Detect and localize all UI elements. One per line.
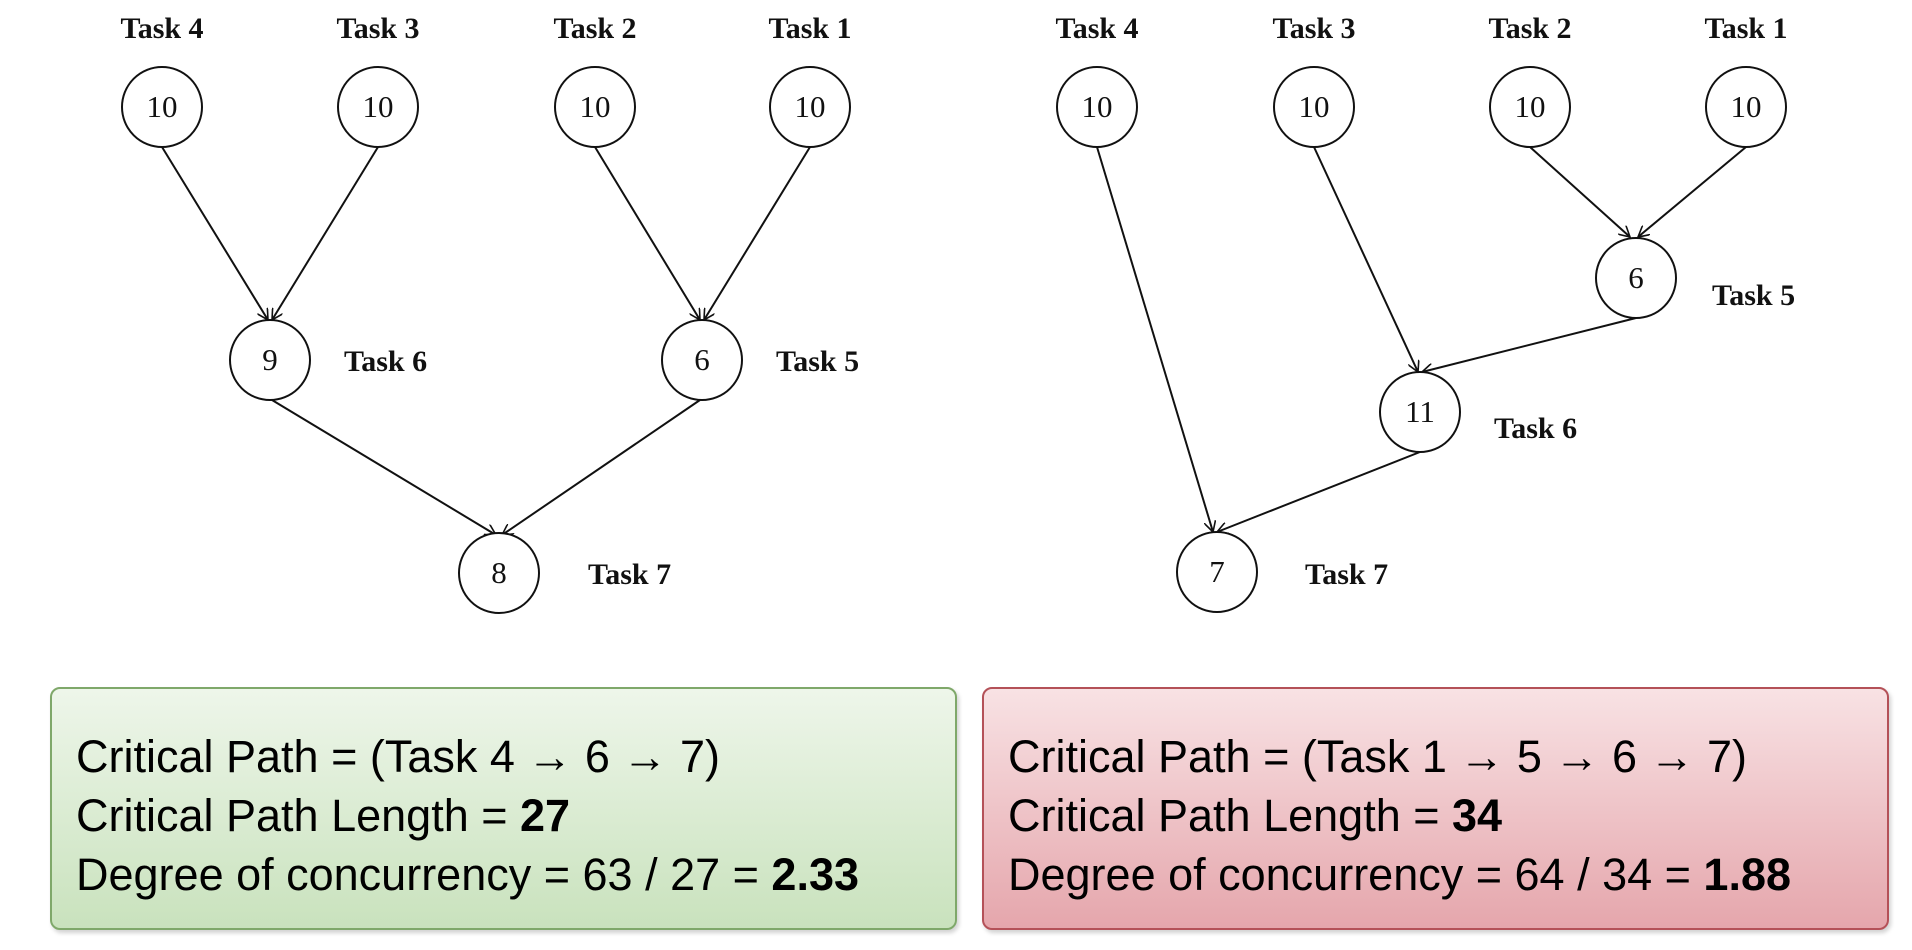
- edge-task1-task5: [704, 146, 811, 320]
- right-node-task4: 10: [1056, 66, 1138, 148]
- right-critical-path-value: (Task 1 → 5 → 6 → 7): [1301, 731, 1747, 782]
- right-task6-value: 11: [1405, 394, 1435, 429]
- left-task5-value: 6: [694, 342, 710, 377]
- left-summary-panel: Critical Path = (Task 4 → 6 → 7) Critica…: [50, 687, 957, 930]
- edge-task5-task6: [1422, 317, 1637, 372]
- right-task6-label: Task 6: [1494, 412, 1577, 445]
- edge-task3-task6: [1313, 146, 1418, 372]
- right-degree-of-concurrency: Degree of concurrency = 64 / 34 = 1.88: [1008, 845, 1887, 904]
- left-task7-label: Task 7: [588, 558, 671, 591]
- right-length-prefix: Critical Path Length =: [1008, 790, 1453, 841]
- right-critical-path-prefix: Critical Path =: [1008, 731, 1302, 782]
- edge-task4-task6: [161, 146, 268, 320]
- right-concurrency-prefix: Degree of concurrency = 64 / 34 =: [1008, 849, 1704, 900]
- right-task4-label: Task 4: [1055, 12, 1138, 45]
- right-task4-value: 10: [1082, 89, 1113, 124]
- edge-task2-task5: [1529, 146, 1630, 237]
- left-length-value: 27: [520, 790, 571, 841]
- right-task2-value: 10: [1515, 89, 1546, 124]
- left-task5-label: Task 5: [776, 345, 859, 378]
- edge-task6-task7: [1217, 451, 1421, 532]
- left-concurrency-value: 2.33: [771, 849, 860, 900]
- right-critical-path-length: Critical Path Length = 34: [1008, 786, 1887, 845]
- left-task4-value: 10: [147, 89, 178, 124]
- right-node-task1: 10: [1705, 66, 1787, 148]
- right-task7-value: 7: [1209, 554, 1225, 589]
- left-node-task1: 10: [769, 66, 851, 148]
- right-summary-panel: Critical Path = (Task 1 → 5 → 6 → 7) Cri…: [982, 687, 1889, 930]
- left-node-task3: 10: [337, 66, 419, 148]
- right-node-task3: 10: [1273, 66, 1355, 148]
- left-task6-value: 9: [262, 342, 278, 377]
- left-node-task2: 10: [554, 66, 636, 148]
- right-node-task6: 11: [1379, 371, 1461, 453]
- edge-task2-task5: [594, 146, 700, 320]
- left-task3-label: Task 3: [336, 12, 419, 45]
- left-node-task7: 8: [458, 532, 540, 614]
- left-degree-of-concurrency: Degree of concurrency = 63 / 27 = 2.33: [76, 845, 955, 904]
- left-critical-path-length: Critical Path Length = 27: [76, 786, 955, 845]
- left-node-task6: 9: [229, 319, 311, 401]
- left-critical-path-prefix: Critical Path =: [76, 731, 370, 782]
- left-graph: Task 4 Task 3 Task 2 Task 1 10 10 10 10 …: [120, 12, 859, 614]
- right-node-task5: 6: [1595, 237, 1677, 319]
- left-task6-label: Task 6: [344, 345, 427, 378]
- left-length-prefix: Critical Path Length =: [76, 790, 521, 841]
- left-node-task5: 6: [661, 319, 743, 401]
- right-graph: Task 4 Task 3 Task 2 Task 1 10 10 10 10 …: [1055, 12, 1795, 613]
- right-task5-value: 6: [1628, 260, 1644, 295]
- right-node-task2: 10: [1489, 66, 1571, 148]
- left-task1-value: 10: [795, 89, 826, 124]
- right-task1-label: Task 1: [1704, 12, 1787, 45]
- right-task1-value: 10: [1731, 89, 1762, 124]
- right-critical-path: Critical Path = (Task 1 → 5 → 6 → 7): [1008, 727, 1887, 786]
- left-task2-label: Task 2: [553, 12, 636, 45]
- right-task3-label: Task 3: [1272, 12, 1355, 45]
- right-task3-value: 10: [1299, 89, 1330, 124]
- left-task4-label: Task 4: [120, 12, 203, 45]
- edge-task3-task6: [272, 146, 379, 320]
- right-length-value: 34: [1452, 790, 1503, 841]
- edge-task4-task7: [1096, 146, 1213, 532]
- edge-task5-task7: [502, 399, 701, 535]
- left-critical-path: Critical Path = (Task 4 → 6 → 7): [76, 727, 955, 786]
- left-task1-label: Task 1: [768, 12, 851, 45]
- edge-task6-task7: [271, 399, 496, 535]
- right-task7-label: Task 7: [1305, 558, 1388, 591]
- left-concurrency-prefix: Degree of concurrency = 63 / 27 =: [76, 849, 772, 900]
- left-critical-path-value: (Task 4 → 6 → 7): [369, 731, 720, 782]
- left-task3-value: 10: [363, 89, 394, 124]
- left-task7-value: 8: [491, 555, 507, 590]
- right-concurrency-value: 1.88: [1703, 849, 1792, 900]
- right-node-task7: 7: [1176, 531, 1258, 613]
- left-node-task4: 10: [121, 66, 203, 148]
- left-task2-value: 10: [580, 89, 611, 124]
- right-task5-label: Task 5: [1712, 279, 1795, 312]
- edge-task1-task5: [1638, 146, 1747, 237]
- right-task2-label: Task 2: [1488, 12, 1571, 45]
